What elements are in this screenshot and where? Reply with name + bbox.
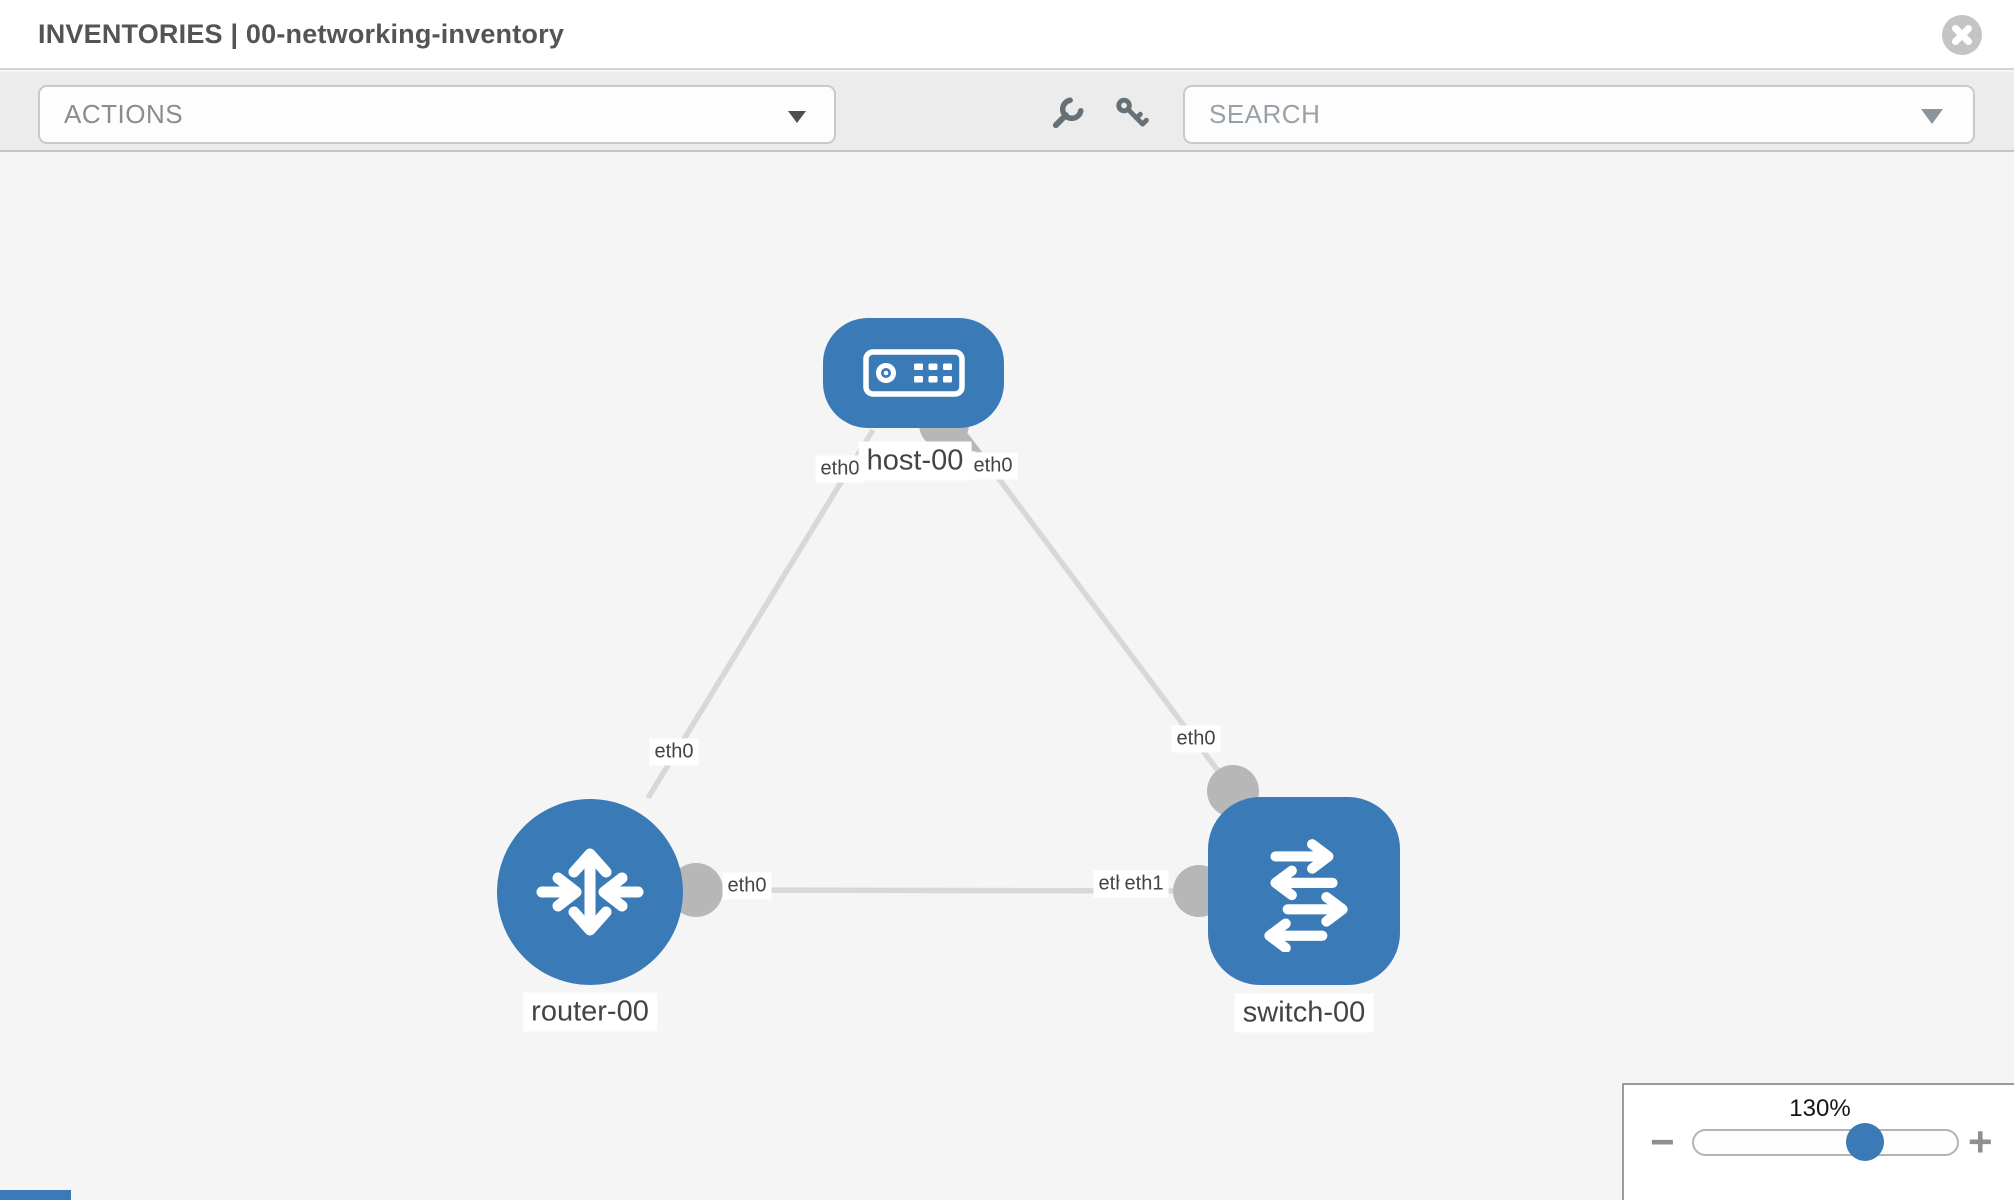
zoom-slider-track[interactable] bbox=[1692, 1129, 1959, 1156]
configure-button[interactable] bbox=[1049, 96, 1085, 132]
interface-label-switch-left: eth1 bbox=[1119, 870, 1169, 898]
credentials-button[interactable] bbox=[1114, 96, 1150, 132]
node-switch-00[interactable] bbox=[1208, 797, 1400, 985]
switch-icon bbox=[1264, 839, 1348, 952]
node-host-00[interactable] bbox=[823, 318, 1004, 428]
interface-label-router-top: eth0 bbox=[649, 738, 699, 766]
node-label-switch-00: switch-00 bbox=[1234, 993, 1374, 1033]
key-icon bbox=[1116, 97, 1149, 127]
close-button[interactable] bbox=[1942, 15, 1982, 55]
zoom-control-panel: 130% − + bbox=[1622, 1083, 2014, 1200]
actions-dropdown[interactable]: ACTIONS bbox=[38, 85, 836, 144]
wrench-icon bbox=[1052, 97, 1084, 129]
page-title: INVENTORIES | 00-networking-inventory bbox=[38, 19, 565, 49]
close-icon bbox=[1952, 25, 1972, 45]
zoom-level-value: 130% bbox=[1789, 1095, 1851, 1122]
topology-edges bbox=[645, 421, 1236, 894]
interface-label-host-right: eth0 bbox=[968, 452, 1018, 480]
zoom-out-button[interactable]: − bbox=[1650, 1118, 1675, 1165]
interface-label-router-right: eth0 bbox=[722, 872, 772, 900]
search-dropdown[interactable]: SEARCH bbox=[1183, 85, 1975, 144]
node-router-00[interactable] bbox=[497, 799, 683, 985]
search-dropdown-label: SEARCH bbox=[1209, 99, 1321, 129]
host-icon bbox=[862, 349, 965, 397]
zoom-slider-thumb[interactable] bbox=[1846, 1123, 1884, 1161]
router-icon bbox=[536, 848, 644, 936]
header: INVENTORIES | 00-networking-inventory bbox=[0, 0, 2014, 70]
chevron-down-icon bbox=[1921, 109, 1943, 124]
partial-element bbox=[0, 1190, 71, 1200]
toolbar: ACTIONS SEARCH bbox=[0, 72, 2014, 152]
node-label-host-00: host-00 bbox=[858, 441, 972, 481]
interface-label-switch-top: eth0 bbox=[1171, 725, 1221, 753]
interface-label-host-left: eth0 bbox=[815, 455, 865, 483]
node-label-router-00: router-00 bbox=[523, 992, 657, 1032]
chevron-down-icon bbox=[788, 111, 806, 123]
zoom-in-button[interactable]: + bbox=[1968, 1118, 1993, 1165]
actions-dropdown-label: ACTIONS bbox=[64, 99, 184, 129]
